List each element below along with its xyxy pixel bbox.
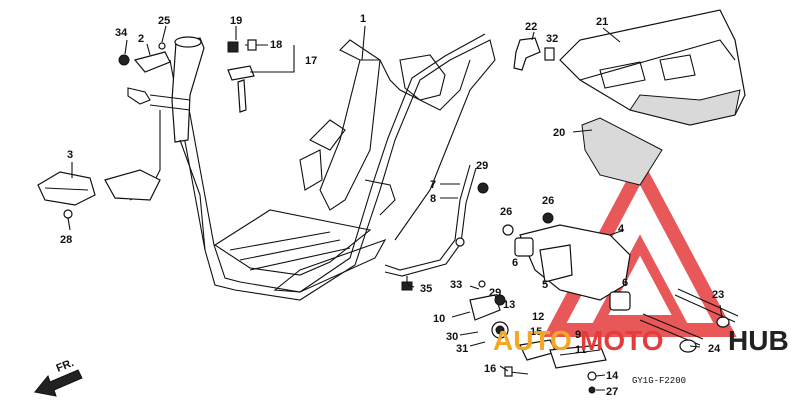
front-bracket — [37, 169, 161, 219]
diagram-code: GY1G-F2200 — [632, 376, 686, 386]
callout-33: 33 — [450, 279, 462, 291]
bracket-2 — [118, 42, 171, 73]
rear-fender — [559, 9, 746, 126]
callout-29b: 29 — [489, 287, 501, 299]
callout-12: 12 — [532, 311, 544, 323]
callout-13: 13 — [503, 299, 515, 311]
callout-28: 28 — [60, 234, 72, 246]
callout-26b: 26 — [542, 195, 554, 207]
callout-20: 20 — [553, 127, 565, 139]
callout-34: 34 — [115, 27, 128, 39]
stay-7 — [384, 164, 489, 277]
callout-23: 23 — [712, 289, 724, 301]
hanger-bolts — [639, 288, 739, 353]
engine-hanger — [502, 212, 631, 311]
leader-lines — [67, 25, 723, 391]
callout-10: 10 — [433, 313, 445, 325]
main-frame — [169, 33, 496, 301]
callout-15: 15 — [530, 326, 542, 338]
callout-19: 19 — [230, 15, 242, 27]
callout-29a: 29 — [476, 160, 488, 172]
watermark-text: AUTO MOTO HUB — [493, 325, 789, 356]
callout-11: 11 — [575, 344, 587, 356]
callout-35: 35 — [420, 283, 432, 295]
callout-26a: 26 — [500, 206, 512, 218]
callout-24: 24 — [708, 343, 721, 355]
callout-27: 27 — [606, 386, 618, 398]
callout-7: 7 — [430, 179, 436, 191]
callout-22: 22 — [525, 21, 537, 33]
callout-25: 25 — [158, 15, 170, 27]
callout-17: 17 — [305, 55, 317, 67]
callout-14: 14 — [606, 370, 619, 382]
watermark-moto: MOTO — [580, 325, 663, 356]
bolt-35 — [401, 276, 413, 291]
callout-18: 18 — [270, 39, 282, 51]
callout-numbers: 1 2 3 4 5 6 6 7 8 9 10 11 12 13 14 15 16… — [60, 13, 724, 398]
callout-2: 2 — [138, 33, 144, 45]
callout-9: 9 — [575, 329, 581, 341]
hose-22 — [513, 37, 555, 71]
callout-6b: 6 — [622, 277, 628, 289]
bolt-set-17 — [227, 39, 262, 113]
front-direction-arrow: FR. — [34, 357, 83, 397]
callout-8: 8 — [430, 193, 436, 205]
callout-3: 3 — [67, 149, 73, 161]
head-pipe — [127, 36, 206, 251]
callout-30: 30 — [446, 331, 458, 343]
callout-31: 31 — [456, 343, 468, 355]
watermark-auto: AUTO — [493, 325, 572, 356]
callout-6a: 6 — [512, 257, 518, 269]
footrest-assembly — [469, 280, 607, 369]
watermark-hub: HUB — [728, 325, 789, 356]
callout-1: 1 — [360, 13, 366, 25]
bolt-16 — [504, 366, 597, 394]
callout-4: 4 — [618, 223, 625, 235]
splash-guard — [581, 117, 663, 186]
callout-16: 16 — [484, 363, 496, 375]
callout-21: 21 — [596, 16, 608, 28]
callout-32: 32 — [546, 33, 558, 45]
callout-5: 5 — [542, 279, 548, 291]
